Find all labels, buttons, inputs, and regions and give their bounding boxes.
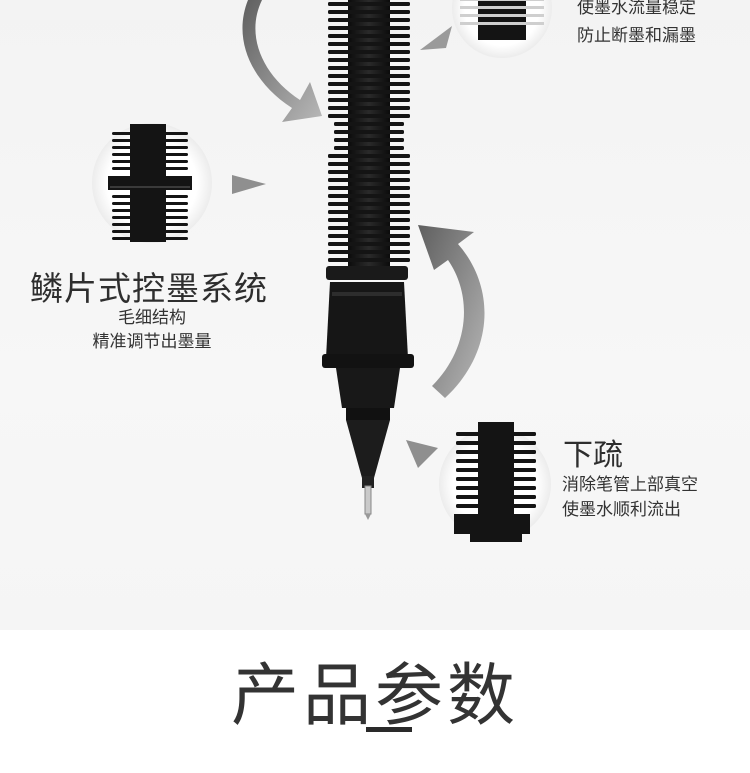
product-feature-panel: 使墨水流量稳定 防止断墨和漏墨 鳞片式控墨系统 毛细结构 精准调节出墨量 下疏 … (0, 0, 750, 630)
left-feature-line-1: 毛细结构 (118, 308, 186, 328)
left-feature-line-2: 精准调节出墨量 (92, 332, 212, 352)
pen-fin (328, 218, 410, 222)
lower-feed-fin (456, 459, 536, 463)
pen-fin (328, 210, 410, 214)
feeder-fin (112, 139, 188, 142)
pointer-triangle-left (232, 175, 266, 194)
pen-fin (328, 18, 410, 22)
pointer-triangle-top (420, 26, 452, 50)
curved-arrow-right (418, 225, 485, 398)
pen-fin (328, 178, 410, 182)
pen-fin (328, 82, 410, 86)
top-feature-line-1: 使墨水流量稳定 (577, 0, 696, 18)
top-feature-text: 使墨水流量稳定 防止断墨和漏墨 (577, 0, 696, 50)
pen-fin (328, 66, 410, 70)
curved-arrow-top-left (242, 0, 322, 122)
lower-feed-fin (456, 432, 536, 436)
lower-feed-fin (456, 495, 536, 499)
feeder-fin (112, 167, 188, 170)
lower-feed-fin (456, 441, 536, 445)
lower-feed-fin (456, 477, 536, 481)
pen-body (322, 0, 414, 520)
detail-circle-left (92, 123, 212, 243)
left-feature-title: 鳞片式控墨系统 (30, 269, 268, 308)
pen-illustration (92, 0, 552, 542)
pen-fin (328, 250, 410, 254)
pen-fin (328, 26, 410, 30)
pen-fin (328, 162, 410, 166)
pen-fin (328, 10, 410, 14)
pen-fin (328, 186, 410, 190)
pen-fin (328, 98, 410, 102)
pen-fin (334, 122, 404, 126)
feeder-fin (112, 216, 188, 219)
feeder-fin (112, 230, 188, 233)
lower-feed-fin (456, 468, 536, 472)
pen-fin (334, 138, 404, 142)
pen-fin (328, 74, 410, 78)
top-feature-line-2: 防止断墨和漏墨 (577, 26, 696, 46)
pen-fin (334, 146, 404, 150)
pen-fin (328, 170, 410, 174)
section-title: 产品参数 (230, 657, 519, 736)
feeder-fin (112, 202, 188, 205)
feeder-fin (112, 132, 188, 135)
feeder-fin (112, 160, 188, 163)
feeder-fin (112, 153, 188, 156)
pen-fin (328, 226, 410, 230)
pen-fin (328, 154, 410, 158)
right-feature-line-1: 消除笔管上部真空 (562, 475, 698, 495)
pen-fin (328, 106, 410, 110)
detail-circle-right (439, 422, 551, 542)
pen-fin (328, 90, 410, 94)
pen-fin (328, 258, 410, 262)
feeder-fin (112, 223, 188, 226)
pen-fin (328, 2, 410, 6)
pen-fin (328, 50, 410, 54)
lower-feed-fin (456, 504, 536, 508)
pointer-triangle-right (406, 440, 438, 468)
pen-fin (328, 58, 410, 62)
section-title-underline (366, 727, 412, 732)
lower-feed-fin (456, 450, 536, 454)
pen-fin (328, 234, 410, 238)
pen-fin (328, 202, 410, 206)
feeder-fin (112, 237, 188, 240)
pen-fin (328, 42, 410, 46)
lower-feed-fin (456, 486, 536, 490)
feeder-fin (112, 146, 188, 149)
pen-fin (328, 34, 410, 38)
left-feature-description: 毛细结构 精准调节出墨量 (82, 306, 222, 354)
pen-fin (334, 130, 404, 134)
right-feature-description: 消除笔管上部真空 使墨水顺利流出 (562, 473, 698, 523)
pen-fin (328, 194, 410, 198)
right-feature-line-2: 使墨水顺利流出 (562, 500, 681, 520)
pen-fin (328, 114, 410, 118)
detail-circle-top (452, 0, 552, 58)
feeder-fin (112, 209, 188, 212)
pen-fin (328, 242, 410, 246)
feeder-fin (112, 195, 188, 198)
right-feature-title: 下疏 (563, 438, 623, 473)
